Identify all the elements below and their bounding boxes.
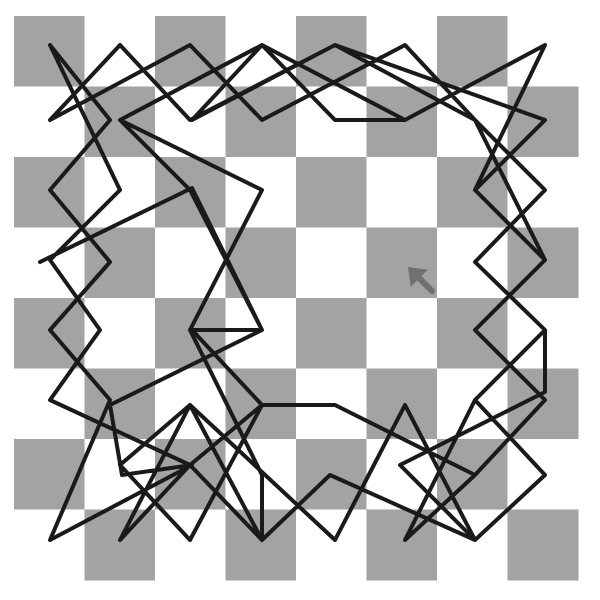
board-square-dark — [507, 509, 579, 581]
board-square-light — [366, 157, 438, 228]
board-square-light — [155, 509, 226, 581]
board-square-light — [14, 509, 85, 581]
board-square-light — [84, 16, 156, 87]
board-square-dark — [296, 157, 367, 228]
board-square-dark — [14, 439, 85, 510]
board-square-dark — [366, 368, 438, 440]
board-square-light — [14, 86, 85, 158]
board-square-light — [366, 16, 438, 87]
board-square-dark — [84, 227, 156, 299]
board-square-light — [296, 509, 367, 581]
board-square-dark — [296, 298, 367, 369]
arrow-pointer-icon — [407, 266, 435, 294]
board-square-dark — [155, 16, 226, 87]
board-square-dark — [84, 509, 156, 581]
board-square-light — [14, 368, 85, 440]
board-square-dark — [437, 16, 508, 87]
cursor-head — [407, 266, 428, 287]
board-square-light — [366, 298, 438, 369]
board-square-light — [296, 227, 367, 299]
drawn-path — [38, 43, 547, 542]
board-square-dark — [84, 368, 156, 440]
board-square-light — [225, 298, 297, 369]
board-square-light — [225, 16, 297, 87]
